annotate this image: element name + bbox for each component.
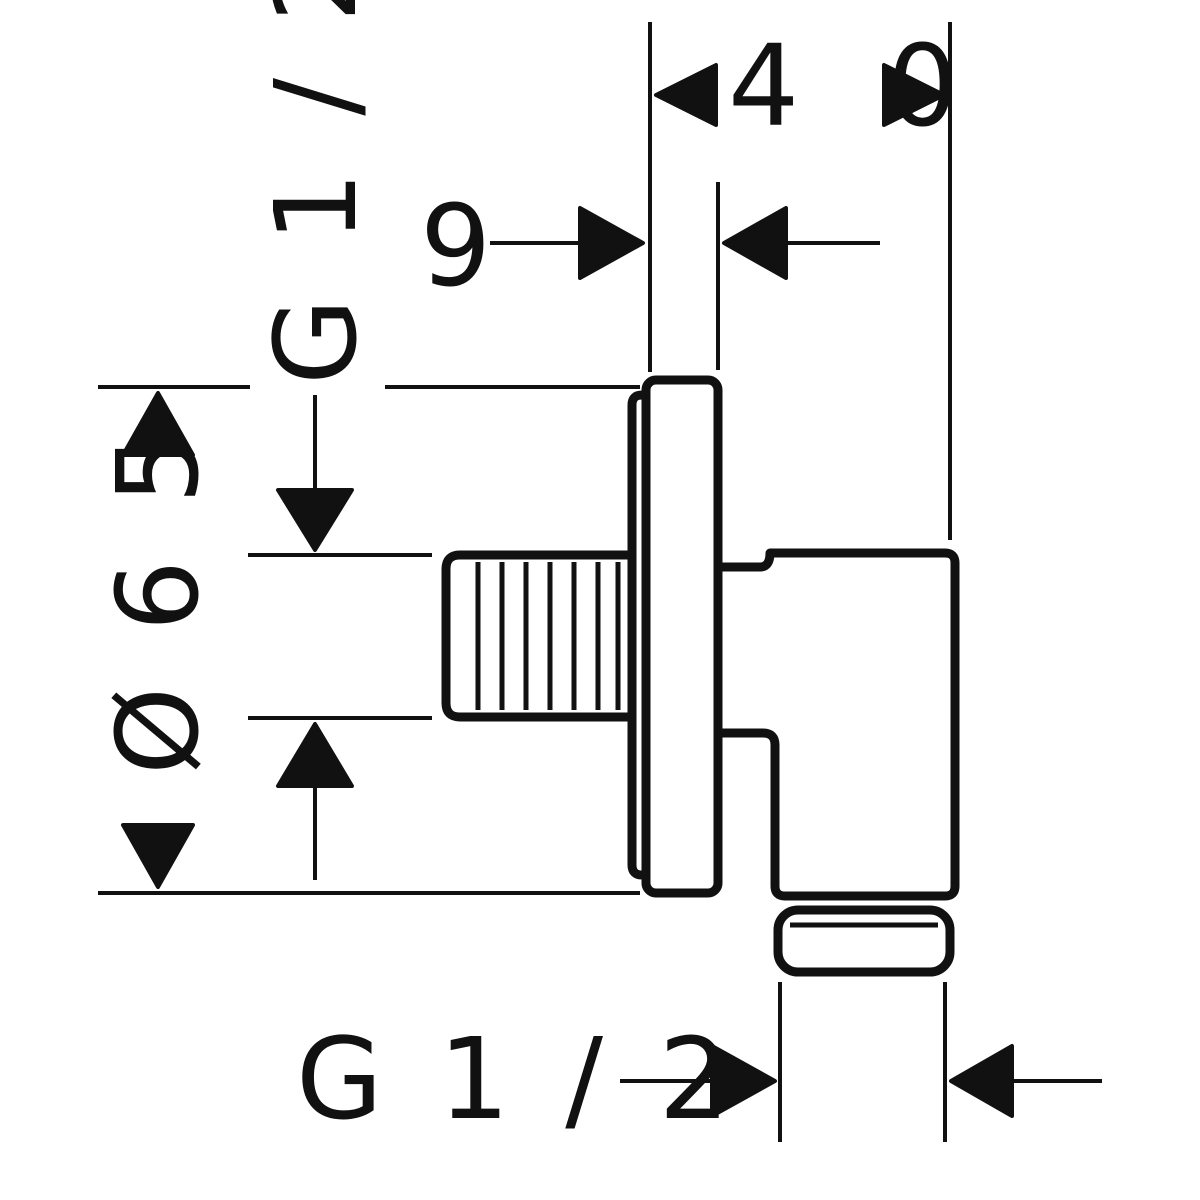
- outlet-ring: [773, 905, 955, 977]
- arrow-65-bottom: [121, 823, 195, 889]
- flange-back-ring: [627, 390, 647, 880]
- arrowheads: [121, 63, 1014, 1118]
- arrow-outlet-right: [949, 1044, 1014, 1118]
- extension-lines: [98, 22, 952, 1142]
- arrow-65-top: [121, 391, 195, 457]
- arrow-40-left: [654, 63, 718, 127]
- flange-plate: [641, 375, 723, 898]
- arrow-inlet-top: [276, 488, 354, 552]
- arrow-40-right: [882, 63, 946, 127]
- arrow-9-left: [578, 206, 645, 280]
- inlet-nipple: [441, 550, 632, 722]
- dimension-lines: [313, 241, 1102, 1083]
- dim-inlet-thread-label: G 1 / 2: [252, 0, 382, 385]
- dim-outlet-thread-label: G 1 / 2: [296, 1015, 740, 1145]
- wall-outlet-part: [441, 375, 960, 977]
- elbow-body: [718, 548, 960, 901]
- arrow-inlet-bottom: [276, 722, 354, 788]
- arrow-9-right: [722, 206, 788, 280]
- dim-flange-thickness-label: 9: [420, 182, 501, 312]
- dim-flange-diameter-label: Ø 6 5: [94, 423, 224, 775]
- thread-hatching: [475, 562, 621, 710]
- dim-overall-depth-label: 4 0: [728, 22, 984, 152]
- arrow-outlet-left: [710, 1044, 777, 1118]
